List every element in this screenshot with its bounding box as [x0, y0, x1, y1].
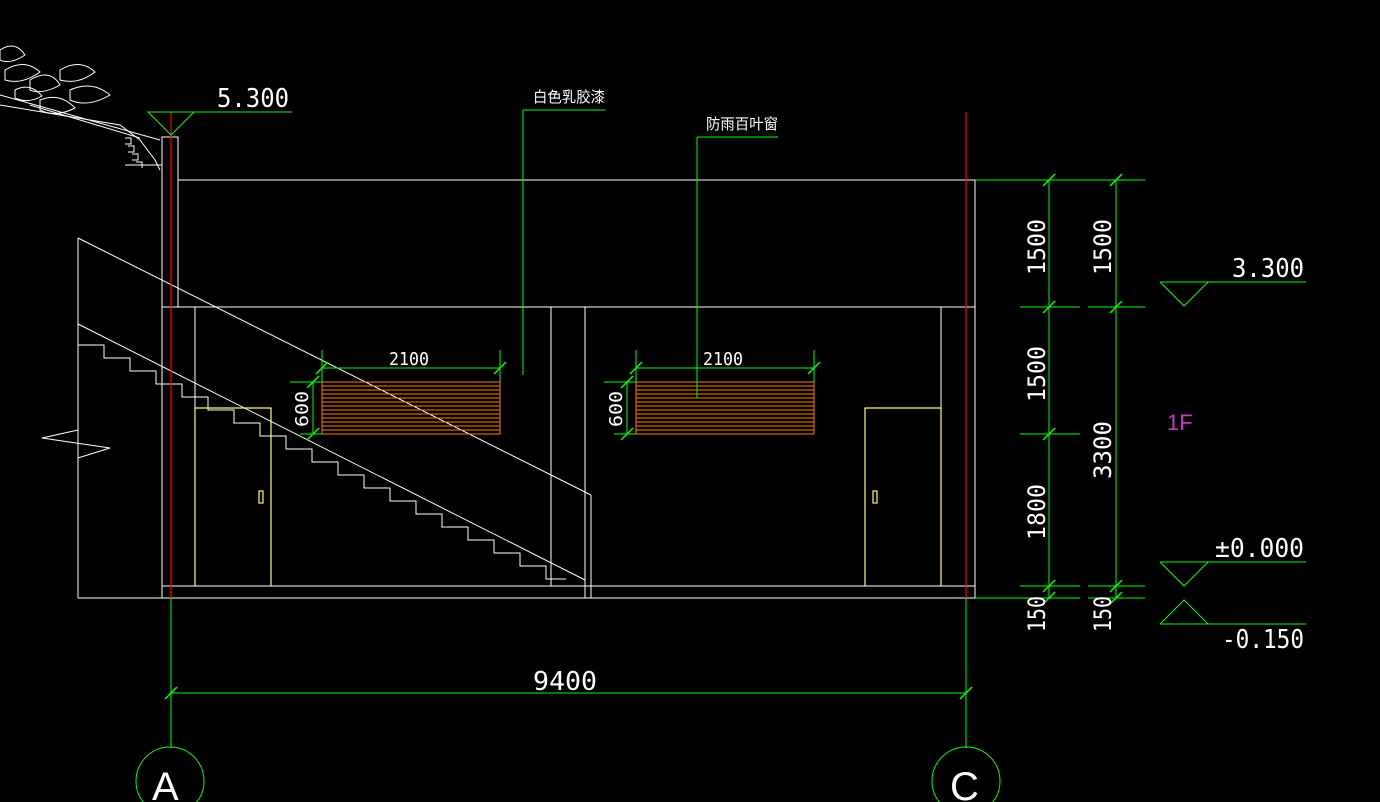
- elevation-ground: ±0.000: [1215, 534, 1304, 564]
- annotation-paint: 白色乳胶漆: [533, 88, 605, 106]
- axis-label-right: C: [950, 765, 979, 802]
- door-right: [864, 407, 942, 586]
- dim-inner-lower: 1800: [1023, 484, 1051, 540]
- annotation-louver: 防雨百叶窗: [706, 115, 778, 133]
- louver-window-left: [321, 381, 501, 435]
- elevation-floor2: 3.300: [1232, 254, 1304, 284]
- axis-label-left: A: [152, 765, 179, 802]
- door-right-handle: [872, 490, 878, 504]
- door-left-handle: [258, 490, 264, 504]
- dim-outer-base: 150: [1089, 596, 1117, 632]
- elevation-outside: -0.150: [1222, 625, 1304, 655]
- dimension-lines: [135, 109, 1306, 802]
- door-left: [194, 407, 272, 586]
- louver-window-right: [635, 381, 815, 435]
- tree-foliage: [0, 45, 161, 141]
- dim-inner-upper: 1500: [1023, 219, 1051, 275]
- dim-inner-base: 150: [1023, 596, 1051, 632]
- dim-window-width-right: 2100: [703, 349, 743, 370]
- dim-window-width-left: 2100: [389, 349, 429, 370]
- elevation-roof: 5.300: [217, 84, 289, 114]
- dim-overall-width: 9400: [533, 667, 597, 697]
- axis-lines-red: [170, 112, 967, 598]
- staircase: [77, 237, 592, 581]
- roof-slope-hatching: [0, 104, 162, 171]
- dim-inner-middle: 1500: [1023, 346, 1051, 402]
- dim-window-height-left: 600: [292, 391, 313, 427]
- dimension-ticks: [164, 173, 1123, 700]
- dim-outer-total: 3300: [1089, 421, 1117, 479]
- floor-label: 1F: [1167, 410, 1193, 435]
- dim-outer-upper: 1500: [1089, 219, 1117, 275]
- dim-window-height-right: 600: [606, 391, 627, 427]
- doors: [194, 407, 942, 586]
- building-outline: [41, 136, 976, 599]
